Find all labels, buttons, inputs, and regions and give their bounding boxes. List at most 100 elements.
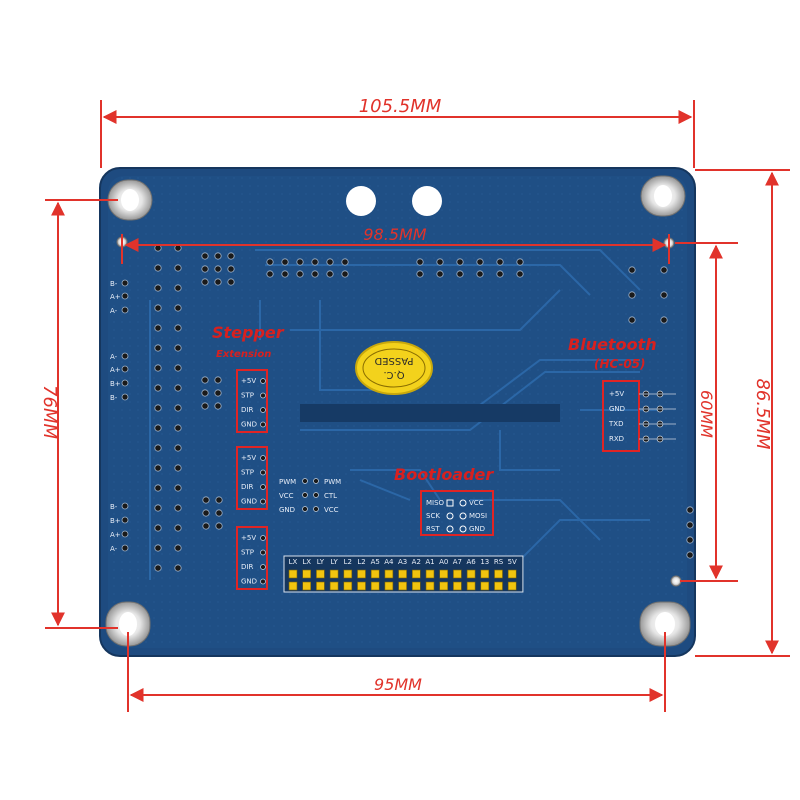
header-pad	[357, 581, 366, 591]
solder-pin	[436, 258, 444, 266]
solder-pin	[341, 270, 349, 278]
left-edge-label: A-	[110, 353, 118, 361]
solder-pin	[174, 344, 182, 352]
solder-pin	[174, 524, 182, 532]
stepper-pin-box	[236, 526, 268, 590]
solder-pin	[121, 544, 129, 552]
left-edge-label: B-	[110, 503, 118, 511]
solder-pin	[174, 504, 182, 512]
solder-pin	[154, 384, 162, 392]
solder-pin	[214, 278, 222, 286]
solder-pin	[201, 252, 209, 260]
stepper-pin-label: STP	[241, 469, 254, 477]
stepper-callout-title: Stepper	[212, 323, 285, 342]
mounting-holes	[105, 175, 691, 647]
header-pad	[329, 581, 339, 591]
header-pad	[480, 569, 490, 579]
solder-pin	[456, 258, 464, 266]
header-pad	[384, 569, 394, 579]
solder-pin	[201, 265, 209, 273]
solder-pin	[496, 258, 504, 266]
solder-pin	[121, 393, 129, 401]
solder-pin	[416, 270, 424, 278]
solder-pad	[446, 525, 454, 533]
solder-pin	[227, 278, 235, 286]
stepper-pin-box	[236, 369, 268, 433]
mounting-hole-bottom-right	[639, 601, 691, 647]
qc-passed-stamp: Q.C. PASSED	[355, 341, 433, 395]
dimension-left-label: 76MM	[39, 385, 60, 439]
solder-pins	[154, 244, 694, 572]
header-pad	[480, 581, 490, 591]
bluetooth-pin-label: +5V	[609, 390, 624, 398]
solder-pin	[260, 392, 266, 399]
solder-pin	[341, 258, 349, 266]
header-pad	[507, 569, 517, 579]
solder-pin	[154, 364, 162, 372]
solder-pin	[260, 498, 266, 505]
stepper-pin-label: GND	[241, 421, 257, 429]
solder-pin	[215, 496, 223, 504]
solder-pin	[154, 524, 162, 532]
solder-pin	[326, 258, 334, 266]
solder-pin	[227, 252, 235, 260]
solder-pin	[260, 469, 266, 476]
solder-pin	[174, 544, 182, 552]
bluetooth-pin-label: RXD	[609, 435, 624, 443]
dimension-bottom-label: 95MM	[374, 675, 422, 694]
solder-pin	[121, 279, 129, 287]
solder-pin	[260, 578, 266, 585]
solder-pin	[260, 378, 266, 384]
header-pad	[453, 569, 462, 579]
header-pad	[370, 581, 380, 591]
header-pad	[316, 569, 325, 579]
left-edge-label: B-	[110, 280, 118, 288]
solder-pin	[436, 270, 444, 278]
dimension-inner-width-label: 98.5MM	[363, 225, 426, 244]
solder-pin	[281, 258, 289, 266]
header-pad	[411, 581, 421, 591]
header-pin-label: A4	[384, 558, 394, 566]
header-pin-label: 5V	[508, 558, 517, 566]
solder-pin	[260, 564, 266, 570]
solder-pin	[266, 270, 274, 278]
dimension-left: 76MM	[39, 199, 118, 629]
solder-pin	[516, 270, 524, 278]
bootloader-pin-label: MISO	[426, 499, 445, 507]
header-pin-label: LX	[289, 558, 298, 566]
board-hole	[346, 186, 376, 216]
solder-pin	[174, 384, 182, 392]
left-edge-label: A-	[110, 545, 118, 553]
solder-pin	[686, 506, 694, 514]
solder-pin	[313, 506, 319, 512]
solder-pin	[174, 444, 182, 452]
header-pad	[398, 569, 407, 579]
bootloader-pin-label: VCC	[469, 499, 484, 507]
solder-pin	[302, 506, 308, 512]
header-pad	[466, 569, 476, 579]
header-pad	[425, 581, 435, 591]
header-pad	[329, 569, 339, 579]
stepper-pin-box	[236, 446, 268, 510]
solder-pin	[174, 304, 182, 312]
dimension-bottom: 95MM	[127, 632, 666, 712]
header-pad	[357, 569, 366, 579]
solder-pin	[215, 522, 223, 530]
stepper-pin-label: STP	[241, 549, 254, 557]
solder-pin	[214, 376, 222, 384]
left-edge-label: B+	[110, 517, 121, 525]
stepper-callout-subtitle: Extension	[216, 349, 271, 360]
header-pad	[343, 581, 353, 591]
header-pad	[439, 569, 449, 579]
solder-pin	[260, 484, 266, 490]
solder-pin	[311, 258, 319, 266]
header-pin-label: L2	[357, 558, 365, 566]
solder-pin	[660, 291, 668, 299]
stepper-pin-label: STP	[241, 392, 254, 400]
solder-pin	[174, 364, 182, 372]
solder-pin	[227, 265, 235, 273]
driver-pin-label: VCC	[324, 506, 339, 514]
